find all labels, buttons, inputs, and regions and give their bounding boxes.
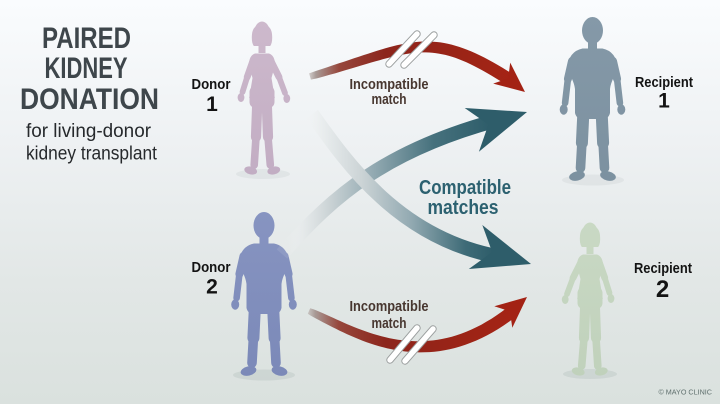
svg-text:Donor: Donor (192, 76, 231, 93)
svg-text:1: 1 (658, 90, 670, 113)
svg-text:Incompatible: Incompatible (350, 76, 429, 93)
svg-text:kidney transplant: kidney transplant (26, 144, 158, 165)
svg-text:match: match (372, 315, 407, 332)
svg-text:KIDNEY: KIDNEY (45, 52, 128, 85)
svg-text:for living-donor: for living-donor (26, 121, 152, 142)
svg-text:1: 1 (206, 93, 218, 116)
svg-text:Recipient: Recipient (634, 260, 692, 277)
svg-text:matches: matches (428, 197, 499, 219)
svg-text:2: 2 (206, 276, 218, 299)
svg-text:Donor: Donor (192, 259, 231, 276)
svg-text:Incompatible: Incompatible (350, 298, 429, 315)
svg-text:match: match (372, 91, 407, 108)
svg-text:DONATION: DONATION (20, 83, 159, 116)
svg-text:PAIRED: PAIRED (42, 22, 131, 55)
svg-text:© MAYO CLINIC: © MAYO CLINIC (659, 388, 712, 397)
svg-text:Recipient: Recipient (635, 74, 693, 91)
svg-text:2: 2 (656, 276, 669, 303)
svg-text:Compatible: Compatible (419, 177, 511, 199)
